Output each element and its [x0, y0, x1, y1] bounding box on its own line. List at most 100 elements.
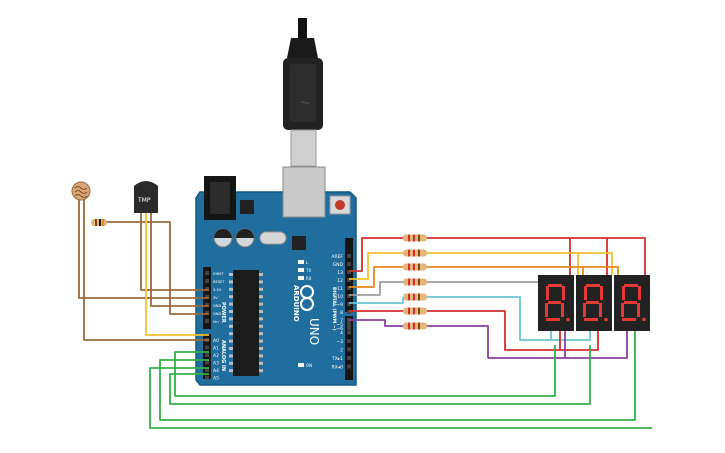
led-l: [298, 260, 304, 264]
digital-pin-label: TX▸1: [331, 356, 343, 362]
seven-segment-display[interactable]: [538, 275, 574, 331]
seven-segment-display[interactable]: [614, 275, 650, 331]
resistor-band: [413, 234, 415, 242]
wire-d11[interactable]: [349, 266, 403, 288]
wire-d9[interactable]: [349, 297, 404, 304]
digital-pin-hole[interactable]: [347, 262, 351, 266]
wire-d7[interactable]: [349, 319, 403, 327]
wire-a2-to-display1[interactable]: [174, 345, 556, 397]
segment-a: [548, 284, 562, 287]
chip-leg: [229, 287, 233, 291]
wire-tmp-vcc[interactable]: [140, 212, 209, 291]
resistor-left[interactable]: [91, 219, 107, 226]
analog-pin-hole[interactable]: [205, 368, 209, 372]
wire-seg-f-d2[interactable]: [560, 331, 599, 351]
resistor[interactable]: [403, 293, 427, 301]
analog-pin-label: A3: [213, 361, 219, 367]
tmp-body: [134, 181, 158, 205]
resistor-band: [408, 293, 410, 301]
digital-pin-hole[interactable]: [347, 270, 351, 274]
segment-d: [546, 318, 560, 321]
ldr-pattern-icon: [74, 186, 88, 198]
wire-seg-a-to-d1[interactable]: [427, 237, 608, 275]
wire-seg-b[interactable]: [427, 252, 579, 275]
resistor[interactable]: [403, 249, 427, 257]
brand-label: ARDUINO: [292, 285, 300, 322]
digital-pin-hole[interactable]: [347, 356, 351, 360]
digital-pin-hole[interactable]: [347, 330, 351, 335]
power-pin-hole[interactable]: [205, 295, 209, 299]
resistor[interactable]: [403, 278, 427, 286]
wire-seg-e-d2[interactable]: [551, 331, 591, 341]
capacitor-1-mark: [214, 229, 232, 238]
resistor-band: [408, 322, 410, 330]
segment-b: [562, 286, 565, 300]
atmega-chip: [233, 270, 259, 376]
wire-seg-g-d3[interactable]: [565, 331, 628, 359]
digital-pin-hole[interactable]: [347, 339, 351, 343]
digital-pin-hole[interactable]: [347, 347, 351, 352]
wire-ldr-to-5v[interactable]: [78, 198, 209, 299]
digital-pin-hole[interactable]: [347, 254, 351, 258]
wire-ldr-to-a0[interactable]: [83, 198, 209, 341]
analog-pin-label: A5: [213, 376, 219, 382]
analog-pin-hole[interactable]: [205, 360, 209, 365]
resistor-band: [418, 278, 420, 286]
photoresistor[interactable]: [71, 181, 91, 201]
temperature-sensor[interactable]: TMP: [134, 181, 158, 213]
analog-pin-label: A0: [213, 338, 219, 344]
resistor-left-band-1: [95, 219, 97, 226]
wire-resistor-to-gnd[interactable]: [107, 221, 209, 315]
power-pin-hole[interactable]: [205, 287, 209, 291]
power-pin-hole[interactable]: [205, 311, 209, 315]
analog-pin-hole[interactable]: [205, 345, 209, 350]
power-pin-hole[interactable]: [205, 279, 209, 283]
resistor[interactable]: [403, 263, 427, 271]
digital-pin-hole[interactable]: [347, 310, 351, 314]
wire-a5-to-display2[interactable]: [169, 345, 591, 405]
resistor[interactable]: [403, 234, 427, 242]
chip-leg: [259, 287, 263, 291]
seven-segment-display[interactable]: [576, 275, 612, 331]
led-on: [298, 363, 304, 367]
wire-tmp-gnd[interactable]: [150, 212, 209, 307]
power-pin-hole[interactable]: [205, 319, 209, 323]
wire-seg-f[interactable]: [427, 310, 561, 351]
label-tx: TX: [305, 268, 311, 273]
segment-b: [638, 286, 641, 300]
resistor-band: [418, 322, 420, 330]
capacitor-2-mark: [236, 229, 254, 238]
wire-seg-e[interactable]: [427, 296, 552, 341]
analog-pin-hole[interactable]: [205, 375, 209, 380]
power-pin-label: 5V: [213, 296, 218, 300]
digital-pin-hole[interactable]: [347, 286, 351, 290]
resistor[interactable]: [403, 322, 427, 330]
digital-pin-hole[interactable]: [347, 364, 351, 369]
digital-pin-hole[interactable]: [347, 294, 351, 298]
digital-pin-hole[interactable]: [347, 278, 351, 282]
arduino-board[interactable]: L TX RX ON ARDUINO UNO POWER ANALOG IN D…: [195, 166, 357, 386]
power-pin-hole[interactable]: [205, 303, 209, 307]
reset-button-cap[interactable]: [335, 200, 345, 210]
digital-pin-label: 13: [337, 270, 343, 276]
wire-d10[interactable]: [349, 281, 403, 296]
segment-e: [621, 303, 624, 317]
wire-d12[interactable]: [349, 252, 403, 280]
digital-pin-hole[interactable]: [347, 302, 351, 306]
usb-cable[interactable]: ⏦: [283, 18, 323, 167]
power-pin-hole[interactable]: [205, 271, 209, 275]
wire-tmp-out-a1[interactable]: [145, 212, 209, 336]
wire-seg-g[interactable]: [427, 325, 566, 359]
digital-pin-hole[interactable]: [347, 326, 351, 330]
resistor[interactable]: [403, 307, 427, 315]
digital-pin-hole[interactable]: [347, 322, 351, 326]
resistor-band: [418, 307, 420, 315]
wire-a3-to-display3[interactable]: [159, 331, 636, 421]
crystal-oscillator: [259, 231, 287, 245]
segment-d: [584, 318, 598, 321]
wire-a4-ground[interactable]: [149, 367, 652, 429]
wire-d13[interactable]: [349, 237, 403, 272]
analog-pin-hole[interactable]: [205, 353, 209, 357]
wire-seg-a-to-d3[interactable]: [607, 237, 646, 275]
